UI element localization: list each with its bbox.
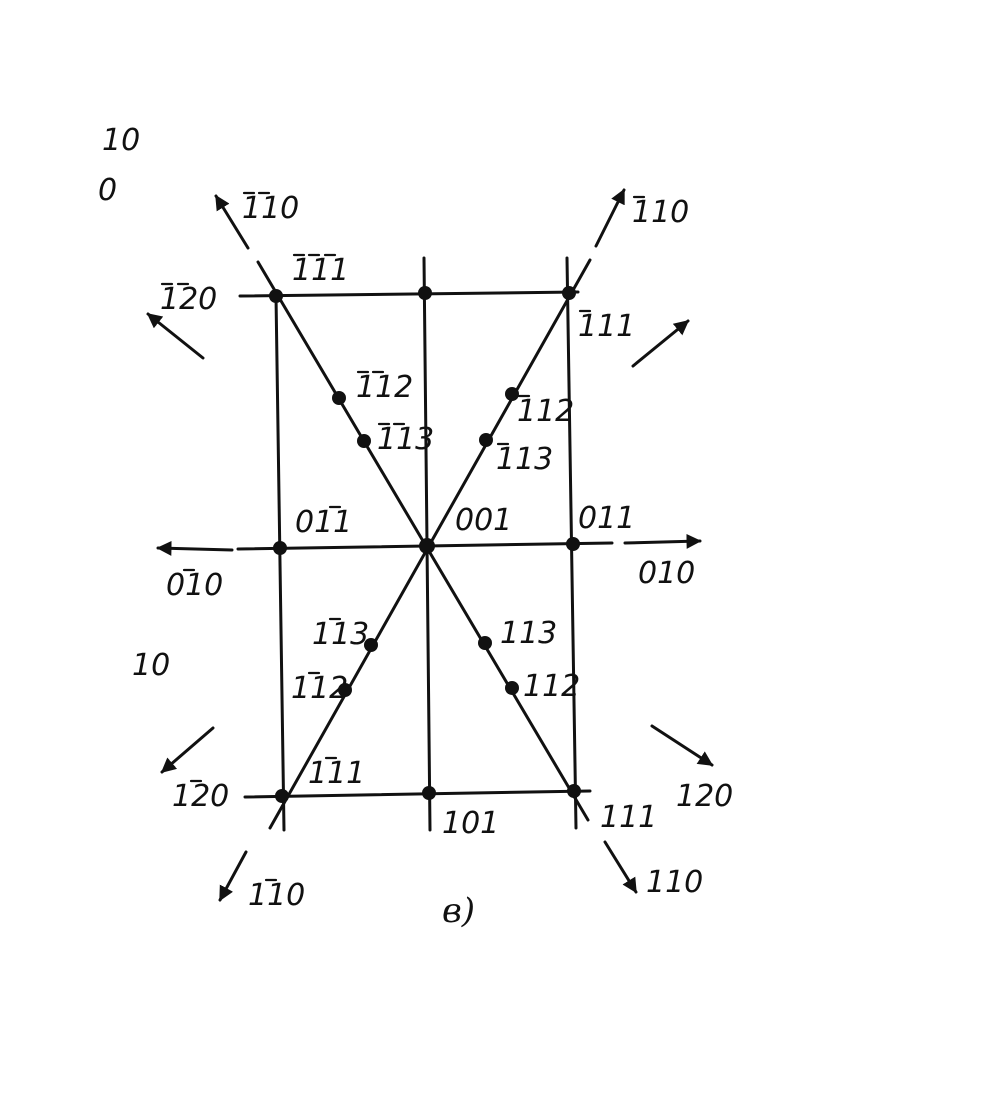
label-ll-112: 112	[291, 671, 348, 706]
label-ul-112: 112	[356, 370, 413, 405]
label-center: 001	[455, 503, 512, 538]
label-corner-br: 111	[600, 800, 657, 835]
label-bottom-mid: 101	[442, 806, 499, 841]
arrow-upper-right-120	[631, 319, 690, 368]
fragment-left: 10	[132, 648, 170, 683]
arrow-lower-left-120	[160, 726, 215, 774]
top-edge-line	[238, 290, 580, 298]
pole-point-bottom-right	[567, 784, 581, 798]
pole-labels: 111 111 112 113 112 113 011 001 011 113 …	[291, 253, 657, 841]
label-lower-right-120: 120	[676, 779, 733, 814]
label-lr-112: 112	[523, 669, 580, 704]
pole-point-mid-right	[566, 537, 580, 551]
label-ur-113: 113	[496, 442, 553, 477]
direction-labels: 110 110 120 010 010 120 120 110 110	[160, 191, 733, 913]
arrow-lower-right-120	[650, 724, 714, 767]
label-left-010: 010	[166, 568, 223, 603]
pole-point-mid-left	[273, 541, 287, 555]
label-lower-left-120: 120	[172, 779, 229, 814]
arrow-upper-left-120	[146, 312, 205, 360]
pole-point-ll-113	[364, 638, 378, 652]
pole-point-ur-113	[479, 433, 493, 447]
arrow-upper-right-110	[594, 188, 626, 248]
pole-point-ul-112	[332, 391, 346, 405]
label-upper-left-120: 120	[160, 282, 217, 317]
pole-point-lr-113	[478, 636, 492, 650]
label-corner-tl: 111	[292, 253, 349, 288]
pole-point-top-middle	[418, 286, 432, 300]
arrow-upper-left-110	[214, 194, 250, 250]
label-ul-113: 113	[377, 422, 434, 457]
arrow-right-010	[623, 533, 702, 549]
pole-point-ul-113	[357, 434, 371, 448]
label-mid-left: 011	[295, 505, 352, 540]
label-right-010: 010	[638, 556, 695, 591]
pole-point-ll-112	[338, 683, 352, 697]
pole-points	[269, 286, 581, 803]
pole-point-lr-112	[505, 681, 519, 695]
figure-caption: в)	[442, 891, 475, 931]
edge-fragments: 10 0 10	[98, 123, 170, 683]
pole-point-bottom-middle	[422, 786, 436, 800]
direction-arrows	[146, 188, 714, 902]
pole-point-ur-112	[505, 387, 519, 401]
bottom-edge-line	[243, 789, 592, 799]
label-lower-left-110: 110	[248, 878, 305, 913]
arrow-lower-right-110	[603, 840, 638, 894]
arrow-lower-left-110	[218, 850, 248, 902]
label-mid-right: 011	[578, 501, 635, 536]
label-lr-113: 113	[500, 616, 557, 651]
fragment-top-a: 10	[102, 123, 140, 158]
pole-point-bottom-left	[275, 789, 289, 803]
left-vertical-line	[274, 294, 286, 832]
index-overbars	[160, 191, 646, 882]
fragment-top-b: 0	[98, 173, 117, 208]
label-ur-112: 112	[517, 394, 574, 429]
pole-point-top-left	[269, 289, 283, 303]
pole-point-top-right	[562, 286, 576, 300]
label-lower-right-110: 110	[646, 865, 703, 900]
arrow-left-010	[156, 540, 234, 556]
label-ll-113: 113	[312, 617, 369, 652]
label-upper-right-110: 110	[632, 195, 689, 230]
label-corner-tr: 111	[578, 309, 635, 344]
pole-point-center	[419, 538, 435, 554]
label-upper-left-110: 110	[242, 191, 299, 226]
label-corner-bl: 111	[308, 756, 365, 791]
